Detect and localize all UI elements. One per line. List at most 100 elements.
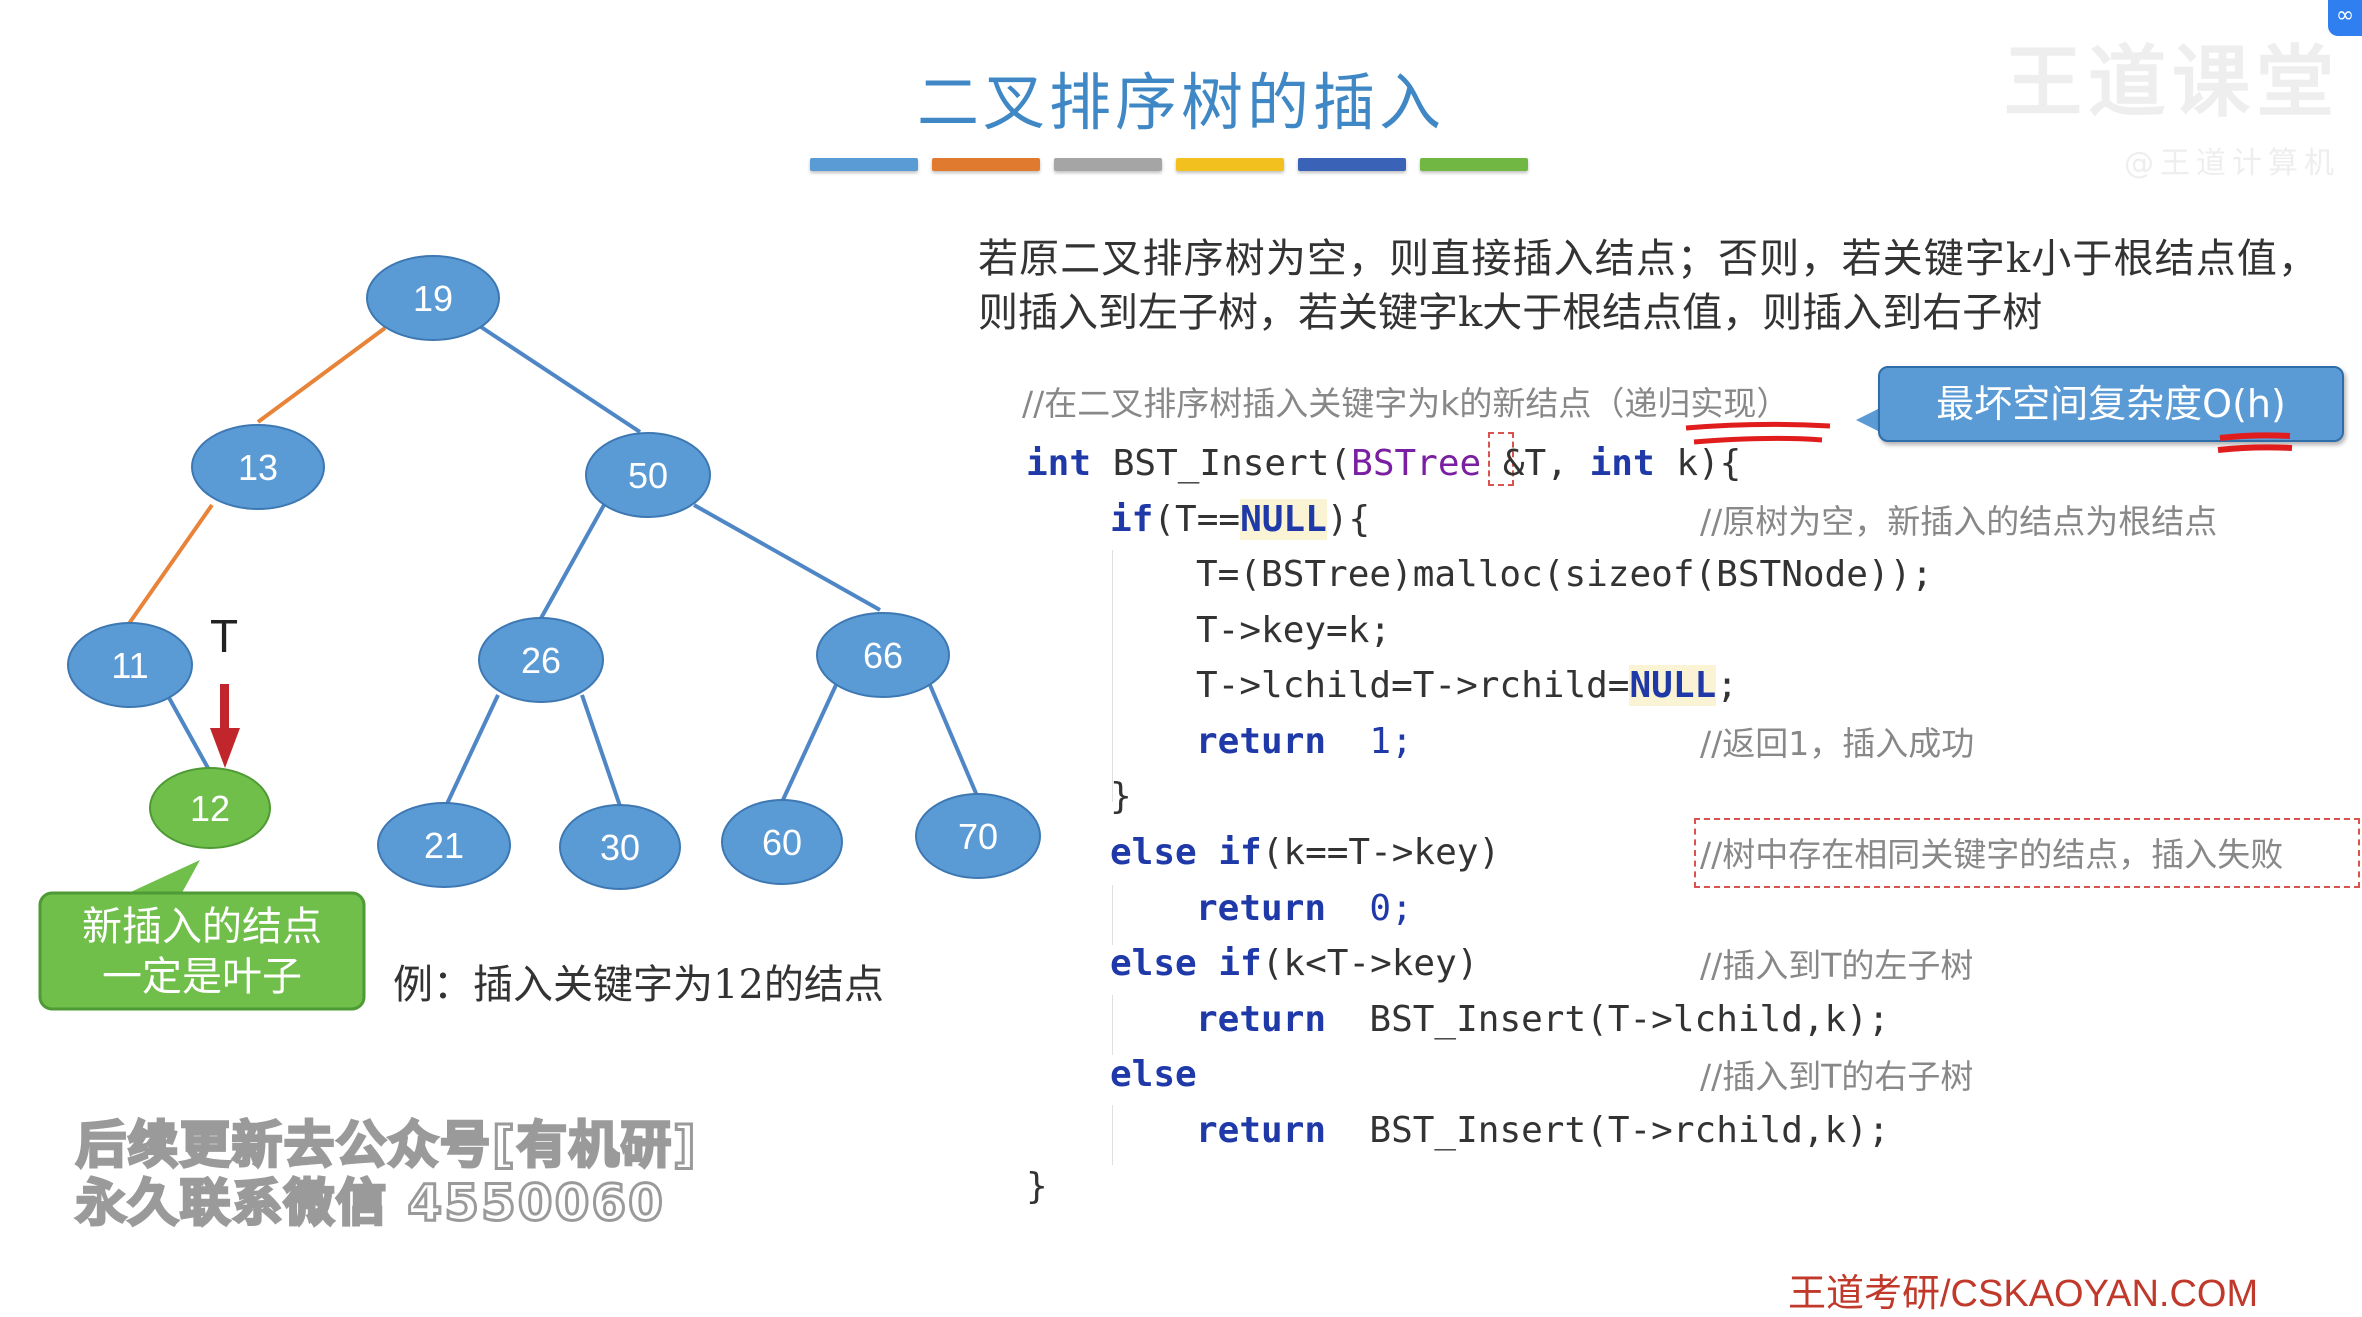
node-13-label: 13 bbox=[238, 447, 278, 488]
recursive-call-left: BST_Insert(T->lchild,k); bbox=[1369, 999, 1890, 1040]
node-50: 50 bbox=[585, 432, 711, 518]
node-70-label: 70 bbox=[958, 816, 998, 857]
kw-return-3: return bbox=[1196, 999, 1327, 1040]
callout-line-2: 一定是叶子 bbox=[102, 954, 302, 1000]
param-k: k){ bbox=[1676, 443, 1742, 484]
footer-url: 王道考研/CSKAOYAN.COM bbox=[1788, 1273, 2259, 1315]
node-12: 12 bbox=[149, 767, 271, 849]
code-comment-2: //原树为空，新插入的结点为根结点 bbox=[1700, 502, 2218, 541]
code-line-2: if(T==NULL){ bbox=[1110, 498, 1370, 542]
watermark: 后续更新去公众号[有机研] 永久联系微信 4550060 bbox=[75, 1115, 698, 1234]
kw-int: int bbox=[1026, 443, 1092, 484]
code-line-4: T->key=k; bbox=[1196, 610, 1392, 651]
kw-if: if bbox=[1110, 499, 1154, 540]
cond-post: ){ bbox=[1326, 499, 1371, 540]
indent-guide-4 bbox=[1112, 1105, 1113, 1165]
code-line-8: else if(k==T->key) bbox=[1110, 831, 1500, 875]
watermark-line-2: 永久联系微信 4550060 bbox=[75, 1173, 665, 1234]
code-line-13: return BST_Insert(T->rchild,k); bbox=[1196, 1109, 1890, 1153]
edge-19-13 bbox=[256, 326, 387, 424]
code-line-1: int BST_Insert(BSTree &T, int k){ bbox=[1026, 442, 1741, 486]
node-19-label: 19 bbox=[413, 278, 453, 319]
null-literal: NULL bbox=[1240, 499, 1327, 540]
underline-recursive-2 bbox=[1693, 435, 1823, 445]
indent-guide-3 bbox=[1112, 995, 1113, 1055]
recursive-call-right: BST_Insert(T->rchild,k); bbox=[1369, 1110, 1890, 1151]
pointer-t-label: T bbox=[210, 610, 238, 662]
param-ref: &T bbox=[1502, 443, 1547, 484]
logo-main-text: 王道课堂 bbox=[2003, 38, 2340, 128]
color-bar-5 bbox=[1298, 158, 1406, 171]
tree-edges bbox=[126, 323, 980, 807]
cond-equal: (k==T->key) bbox=[1261, 832, 1501, 873]
corner-link-icon[interactable]: ∞ bbox=[2328, 0, 2362, 36]
node-26: 26 bbox=[478, 617, 604, 703]
code-line-6: return 1; bbox=[1196, 720, 1413, 764]
edge-26-21 bbox=[444, 694, 500, 807]
node-21-label: 21 bbox=[424, 825, 464, 866]
node-66-label: 66 bbox=[863, 635, 903, 676]
kw-return-2: return bbox=[1196, 888, 1327, 929]
fn-name: BST_Insert( bbox=[1112, 443, 1352, 484]
edge-11-12 bbox=[166, 695, 210, 769]
color-bar-4 bbox=[1176, 158, 1284, 171]
kw-else-if: else if bbox=[1110, 832, 1262, 873]
node-60: 60 bbox=[721, 799, 843, 885]
edge-19-50 bbox=[476, 323, 642, 434]
kw-else-if-2: else if bbox=[1110, 943, 1262, 984]
underline-oh-1 bbox=[2219, 432, 2291, 441]
node-66: 66 bbox=[816, 612, 950, 698]
assign-post: ; bbox=[1716, 665, 1738, 706]
code-comment-10: //插入到T的左子树 bbox=[1700, 946, 1974, 985]
color-bar-2 bbox=[932, 158, 1040, 171]
complexity-badge: 最坏空间复杂度O(h) bbox=[1878, 366, 2344, 442]
cond-pre: (T== bbox=[1153, 499, 1241, 540]
code-line-5: T->lchild=T->rchild=NULL; bbox=[1196, 664, 1738, 708]
null-literal-2: NULL bbox=[1629, 665, 1717, 706]
indent-guide-2 bbox=[1112, 885, 1113, 945]
leaf-callout: 新插入的结点 一定是叶子 bbox=[38, 860, 366, 1011]
code-line-12: else bbox=[1110, 1053, 1197, 1097]
bst-diagram: 19 13 50 11 26 66 12 21 30 60 70 T 新插入的结… bbox=[38, 255, 1041, 1011]
node-11-label: 11 bbox=[111, 645, 148, 686]
cond-less: (k<T->key) bbox=[1261, 943, 1479, 984]
duplicate-comment-box bbox=[1694, 818, 2360, 888]
indent-guide-1 bbox=[1112, 550, 1113, 802]
node-60-label: 60 bbox=[762, 822, 802, 863]
logo-sub-text: @王道计算机 bbox=[2124, 146, 2340, 181]
example-caption: 例：插入关键字为12的结点 bbox=[393, 962, 884, 1008]
color-bar-3 bbox=[1054, 158, 1162, 171]
code-comment-8: //树中存在相同关键字的结点，插入失败 bbox=[1700, 835, 2284, 874]
code-comment-12: //插入到T的右子树 bbox=[1700, 1057, 1974, 1096]
color-bar-1 bbox=[810, 158, 918, 171]
underline-oh-2 bbox=[2217, 444, 2293, 453]
underline-recursive-1 bbox=[1685, 421, 1831, 431]
kw-return-4: return bbox=[1196, 1110, 1327, 1151]
watermark-line-1: 后续更新去公众号[有机研] bbox=[75, 1115, 698, 1176]
logo: 王道课堂 @王道计算机 bbox=[1960, 20, 2340, 190]
edge-50-66 bbox=[693, 503, 881, 612]
kw-int-2: int bbox=[1589, 443, 1655, 484]
edge-26-30 bbox=[580, 694, 622, 807]
assign-pre: T->lchild=T->rchild= bbox=[1196, 665, 1630, 706]
kw-else: else bbox=[1110, 1054, 1197, 1095]
color-bar-6 bbox=[1420, 158, 1528, 171]
node-26-label: 26 bbox=[521, 640, 561, 681]
code-line-14: } bbox=[1026, 1166, 1048, 1207]
edge-13-11 bbox=[126, 503, 214, 627]
node-12-label: 12 bbox=[190, 788, 230, 829]
badge-pointer bbox=[1856, 408, 1880, 432]
code-header-comment: //在二叉排序树插入关键字为k的新结点（递归实现） bbox=[1022, 384, 1790, 423]
node-21: 21 bbox=[377, 802, 511, 888]
tree-nodes: 19 13 50 11 26 66 12 21 30 60 70 bbox=[67, 255, 1041, 890]
node-19: 19 bbox=[366, 255, 500, 341]
node-30-label: 30 bbox=[600, 827, 640, 868]
node-70: 70 bbox=[915, 793, 1041, 879]
code-line-11: return BST_Insert(T->lchild,k); bbox=[1196, 998, 1890, 1042]
node-30: 30 bbox=[559, 804, 681, 890]
return-value: 1; bbox=[1369, 721, 1413, 762]
code-line-7: } bbox=[1110, 776, 1132, 817]
node-50-label: 50 bbox=[628, 455, 668, 496]
code-line-3: T=(BSTree)malloc(sizeof(BSTNode)); bbox=[1196, 554, 1933, 595]
slide-title: 二叉排序树的插入 bbox=[916, 66, 1445, 139]
